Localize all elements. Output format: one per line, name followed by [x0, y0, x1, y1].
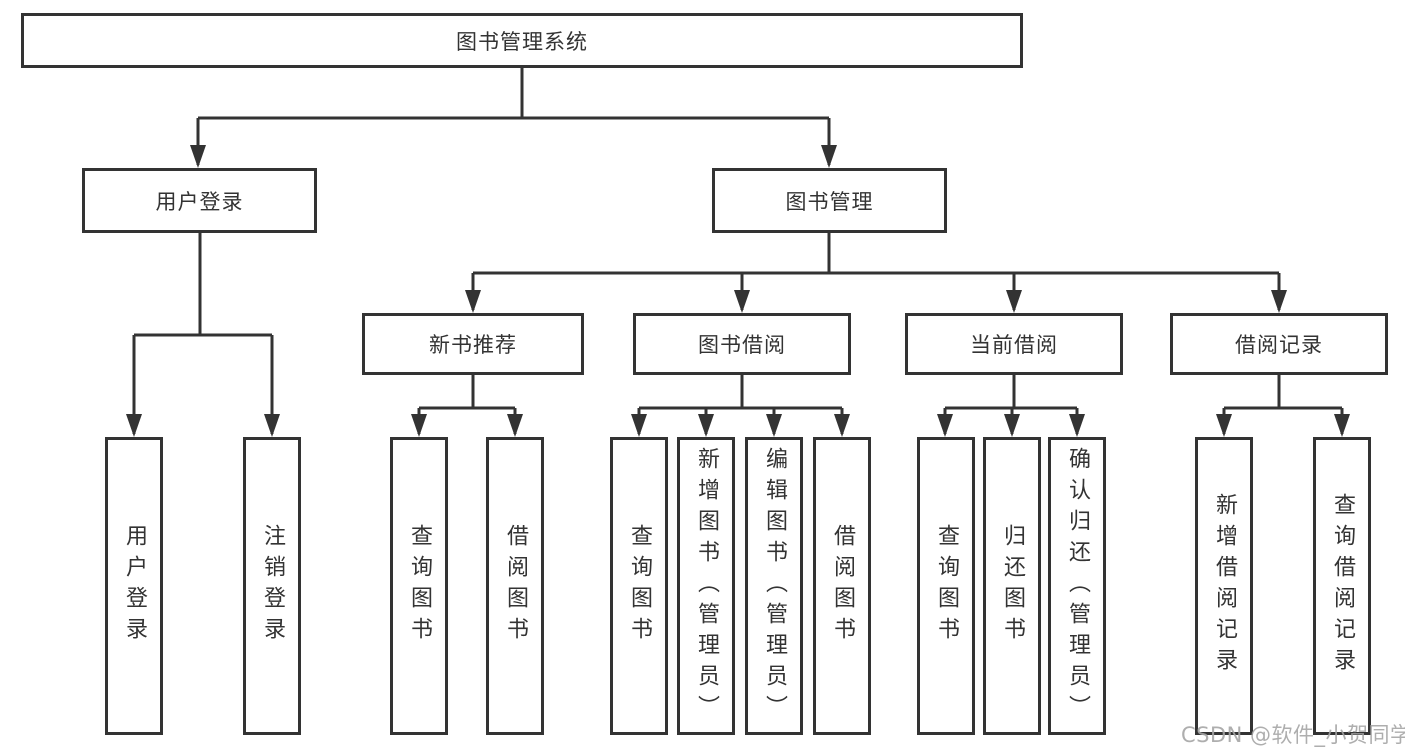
node-user-login: 用户登录 [82, 168, 317, 233]
leaf-current-confirm-return-admin: 确认归还（管理员） [1048, 437, 1106, 735]
leaf-label: 新增借阅记录 [1212, 493, 1237, 679]
leaf-current-return-book: 归还图书 [983, 437, 1041, 735]
leaf-current-query-book: 查询图书 [917, 437, 975, 735]
node-root-system: 图书管理系统 [21, 13, 1023, 68]
leaf-recommend-query-book: 查询图书 [390, 437, 448, 735]
node-book-management: 图书管理 [712, 168, 947, 233]
leaf-label: 查询图书 [407, 524, 432, 648]
leaf-borrow-query-book: 查询图书 [610, 437, 668, 735]
leaf-label: 新增图书（管理员） [694, 446, 719, 726]
leaf-borrow-add-book-admin: 新增图书（管理员） [677, 437, 735, 735]
leaf-label: 归还图书 [1000, 524, 1025, 648]
node-label: 图书管理系统 [456, 29, 588, 54]
leaf-label: 查询借阅记录 [1330, 493, 1355, 679]
leaf-borrow-borrow-book: 借阅图书 [813, 437, 871, 735]
leaf-user-login: 用户登录 [105, 437, 163, 735]
node-book-borrow: 图书借阅 [633, 313, 851, 375]
leaf-label: 借阅图书 [830, 524, 855, 648]
leaf-label: 查询图书 [627, 524, 652, 648]
node-label: 用户登录 [155, 189, 244, 214]
leaf-recommend-borrow-book: 借阅图书 [486, 437, 544, 735]
leaf-label: 编辑图书（管理员） [762, 446, 787, 726]
leaf-label: 确认归还（管理员） [1065, 446, 1090, 726]
leaf-logout: 注销登录 [243, 437, 301, 735]
leaf-label: 查询图书 [934, 524, 959, 648]
node-label: 借阅记录 [1235, 333, 1323, 357]
leaf-record-add: 新增借阅记录 [1195, 437, 1253, 735]
leaf-label: 借阅图书 [503, 524, 528, 648]
node-label: 新书推荐 [429, 333, 517, 357]
node-current-borrow: 当前借阅 [905, 313, 1123, 375]
node-borrow-record: 借阅记录 [1170, 313, 1388, 375]
node-label: 图书借阅 [698, 333, 786, 357]
leaf-borrow-edit-book-admin: 编辑图书（管理员） [745, 437, 803, 735]
node-label: 当前借阅 [970, 333, 1058, 357]
node-label: 图书管理 [785, 189, 874, 214]
leaf-record-query: 查询借阅记录 [1313, 437, 1371, 735]
leaf-label: 用户登录 [122, 524, 147, 648]
leaf-label: 注销登录 [260, 524, 285, 648]
node-new-book-recommend: 新书推荐 [362, 313, 584, 375]
watermark-text: CSDN @软件_小贺同学 [1181, 723, 1405, 747]
